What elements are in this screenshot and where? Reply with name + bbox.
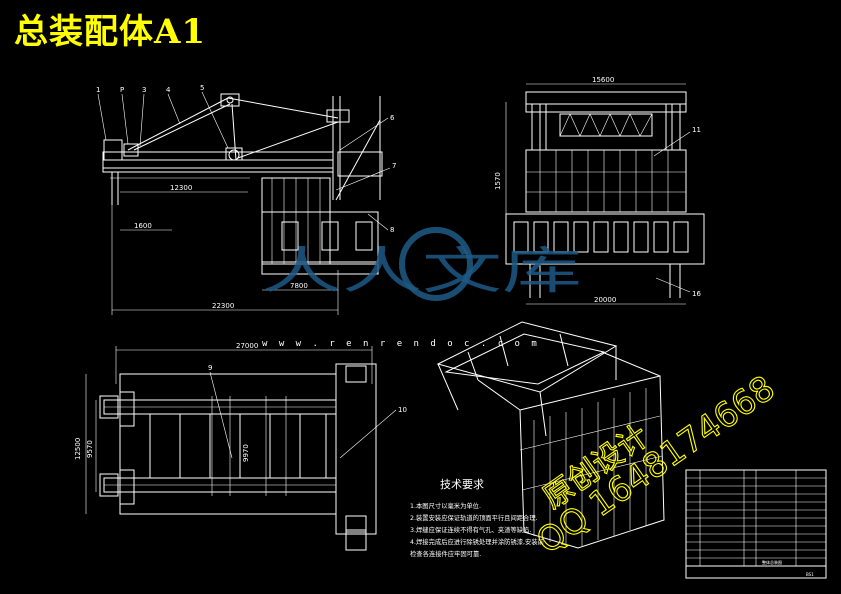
dim-label: 22300 (212, 302, 234, 310)
dim-label: 15600 (592, 76, 614, 84)
dim-label: 27000 (236, 342, 258, 350)
part-balloon: 7 (392, 162, 396, 170)
part-balloon: 8 (390, 226, 394, 234)
requirement-item: 检查各连接件应牢固可靠. (410, 549, 481, 558)
part-balloon: 4 (166, 86, 171, 94)
part-balloon: 1 (96, 86, 100, 94)
top-view: 27000 12500 9570 9970 9 (74, 342, 407, 551)
dim-label: 9570 (86, 440, 94, 458)
logo-ring-icon (399, 227, 473, 301)
requirement-item: 3.焊缝应保证连续不得有气孔、夹渣等缺陷. (410, 525, 531, 534)
front-view: 15600 (494, 76, 705, 305)
part-balloon: 9 (208, 364, 212, 372)
part-balloon: P (120, 86, 124, 94)
dim-label: 1570 (494, 172, 502, 190)
renrendoc-watermark: 人人文库 w w w . r e n r e n d o c . c o m (262, 227, 582, 349)
dim-label: 9970 (242, 444, 250, 462)
dim-label: 12300 (170, 184, 192, 192)
part-balloon: 3 (142, 86, 146, 94)
dim-label: 7800 (290, 282, 308, 290)
side-view: 12300 1600 7800 22300 1 P 3 4 5 6 7 8 (96, 84, 396, 315)
requirements-title: 技术要求 (440, 478, 484, 491)
requirement-item: 2.装置安装应保证轨道的顶面平行且间距合理. (410, 513, 538, 522)
logo-text: 人人文库 (262, 242, 582, 300)
title-block-label: 整体总装图 (762, 559, 782, 565)
isometric-view (436, 321, 665, 549)
part-balloon: 16 (692, 290, 701, 298)
page-title: 总装配体A1 (14, 12, 207, 52)
title-block-sheet: BS1 (806, 572, 814, 577)
requirement-item: 4.焊接完成后应进行除锈处理并涂防锈漆,安装前 (410, 537, 544, 546)
dim-label: 20000 (594, 296, 616, 304)
part-balloon: 10 (398, 406, 407, 414)
part-balloon: 11 (692, 126, 701, 134)
logo-url: w w w . r e n r e n d o c . c o m (262, 339, 540, 349)
title-block: 整体总装图 BS1 (685, 469, 827, 579)
technical-requirements: 技术要求 1.本图尺寸以毫米为单位. 2.装置安装应保证轨道的顶面平行且间距合理… (410, 478, 544, 558)
dim-label: 12500 (74, 438, 82, 460)
dim-label: 1600 (134, 222, 152, 230)
part-balloon: 6 (390, 114, 395, 122)
requirement-item: 1.本图尺寸以毫米为单位. (410, 501, 481, 510)
part-balloon: 5 (200, 84, 204, 92)
